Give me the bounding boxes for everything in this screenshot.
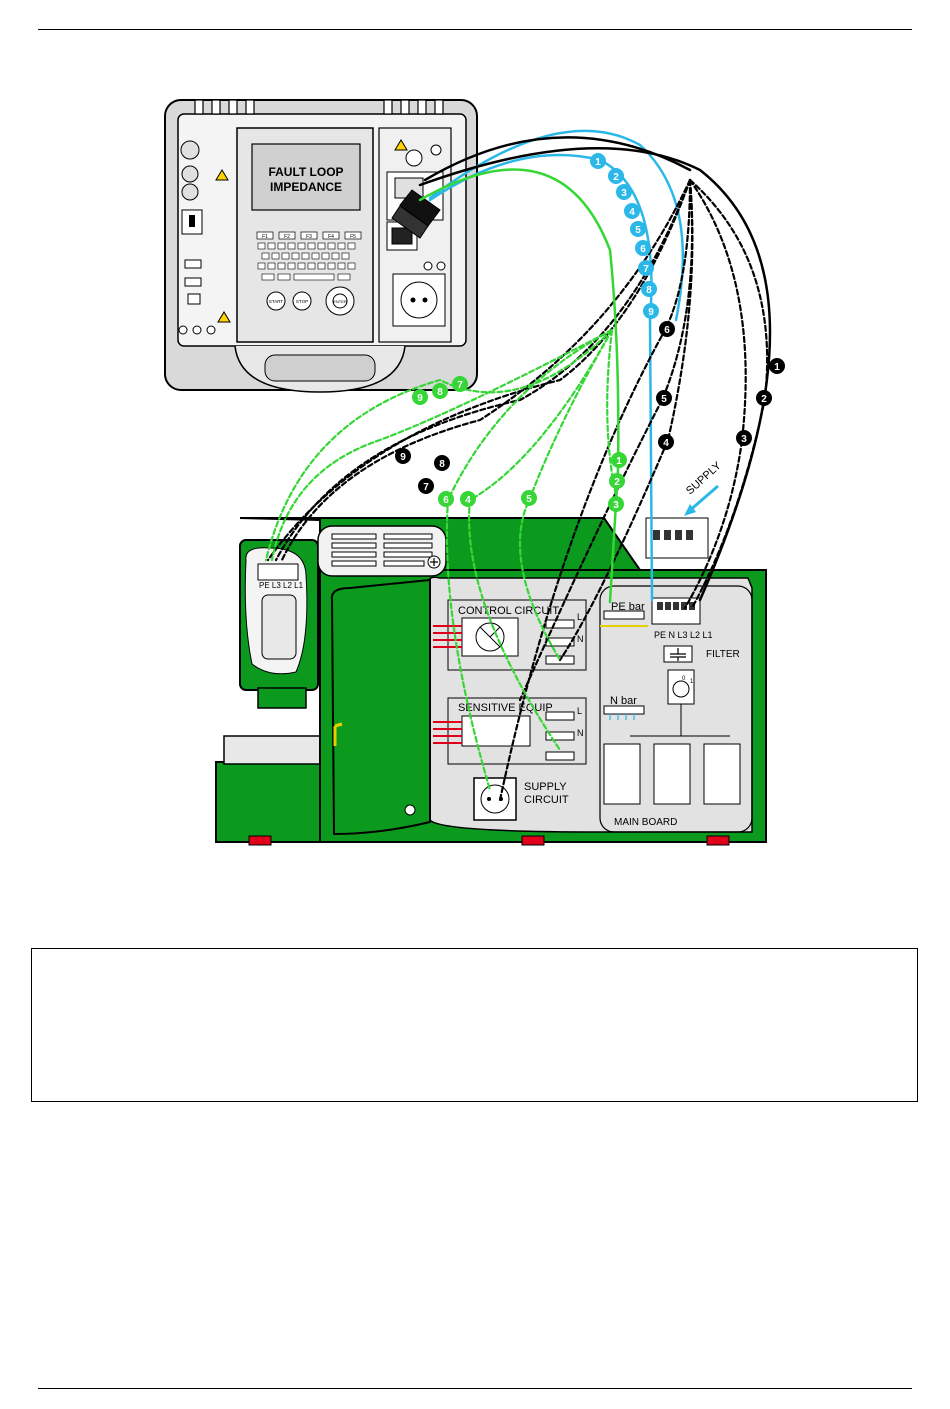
f5-key: F5	[350, 234, 356, 240]
blue-marker-4: 4	[629, 207, 635, 218]
black-marker-7: 7	[423, 482, 429, 493]
blue-marker-5: 5	[635, 225, 641, 236]
screen-title-line1: FAULT LOOP	[268, 165, 343, 179]
blue-marker-3: 3	[621, 188, 627, 199]
blue-marker-7: 7	[643, 264, 649, 275]
footer-rule	[38, 1388, 912, 1389]
green-marker-7: 7	[457, 380, 463, 391]
f4-key: F4	[328, 234, 334, 240]
black-marker-6: 6	[664, 325, 670, 336]
note-box	[31, 948, 918, 1102]
black-marker-2: 2	[761, 394, 767, 405]
black-marker-1: 1	[774, 362, 780, 373]
blue-marker-1: 1	[595, 157, 601, 168]
black-marker-5: 5	[661, 394, 667, 405]
sensitive-equip-label: SENSITIVE EQUIP	[458, 702, 553, 714]
sensitive-equip-box: SENSITIVE EQUIP L N	[433, 698, 586, 764]
sensitive-n-label: N	[577, 728, 584, 738]
green-marker-1: 1	[616, 456, 622, 467]
green-marker-2: 2	[614, 477, 620, 488]
black-marker-9: 9	[400, 452, 406, 463]
start-button-label: START	[269, 299, 284, 304]
control-l-label: L	[577, 612, 582, 622]
n-bar-label: N bar	[610, 695, 637, 707]
green-marker-8: 8	[437, 387, 443, 398]
blue-marker-8: 8	[646, 285, 652, 296]
installation-wiring-diagram: FAULT LOOP IMPEDANCE F1 F2 F3 F4 F5 STAR…	[0, 0, 950, 945]
supply-terminal: SUPPLY	[646, 459, 724, 558]
function-keys: F1 F2 F3 F4 F5	[257, 232, 361, 240]
screen-title-line2: IMPEDANCE	[270, 180, 342, 194]
supply-circuit-label-1: SUPPLY	[524, 781, 567, 793]
blue-marker-2: 2	[613, 172, 619, 183]
enter-button-label: ENTER	[333, 299, 347, 304]
green-marker-4: 4	[465, 495, 471, 506]
f2-key: F2	[284, 234, 290, 240]
f1-key: F1	[262, 234, 268, 240]
black-marker-8: 8	[439, 459, 445, 470]
blue-marker-6: 6	[640, 244, 646, 255]
control-circuit-label: CONTROL CIRCUIT	[458, 605, 559, 617]
motor-terminal-labels: PE L3 L2 L1	[259, 581, 304, 590]
green-marker-3: 3	[613, 500, 619, 511]
main-board-label: MAIN BOARD	[614, 817, 677, 828]
tester-instrument: FAULT LOOP IMPEDANCE F1 F2 F3 F4 F5 STAR…	[165, 100, 477, 392]
control-n-label: N	[577, 634, 584, 644]
black-marker-3: 3	[741, 434, 747, 445]
green-marker-9: 9	[417, 393, 423, 404]
supply-arrow-label: SUPPLY	[684, 459, 724, 497]
f3-key: F3	[306, 234, 312, 240]
blue-marker-9: 9	[648, 307, 654, 318]
stop-button-label: STOP	[296, 299, 308, 304]
green-marker-6: 6	[443, 495, 449, 506]
filter-label: FILTER	[706, 649, 740, 660]
main-terminal-labels: PE N L3 L2 L1	[654, 630, 713, 640]
supply-circuit-label-2: CIRCUIT	[524, 794, 569, 806]
black-marker-4: 4	[663, 438, 669, 449]
sensitive-l-label: L	[577, 706, 582, 716]
pe-bar-label: PE bar	[611, 601, 645, 613]
green-marker-5: 5	[526, 494, 532, 505]
